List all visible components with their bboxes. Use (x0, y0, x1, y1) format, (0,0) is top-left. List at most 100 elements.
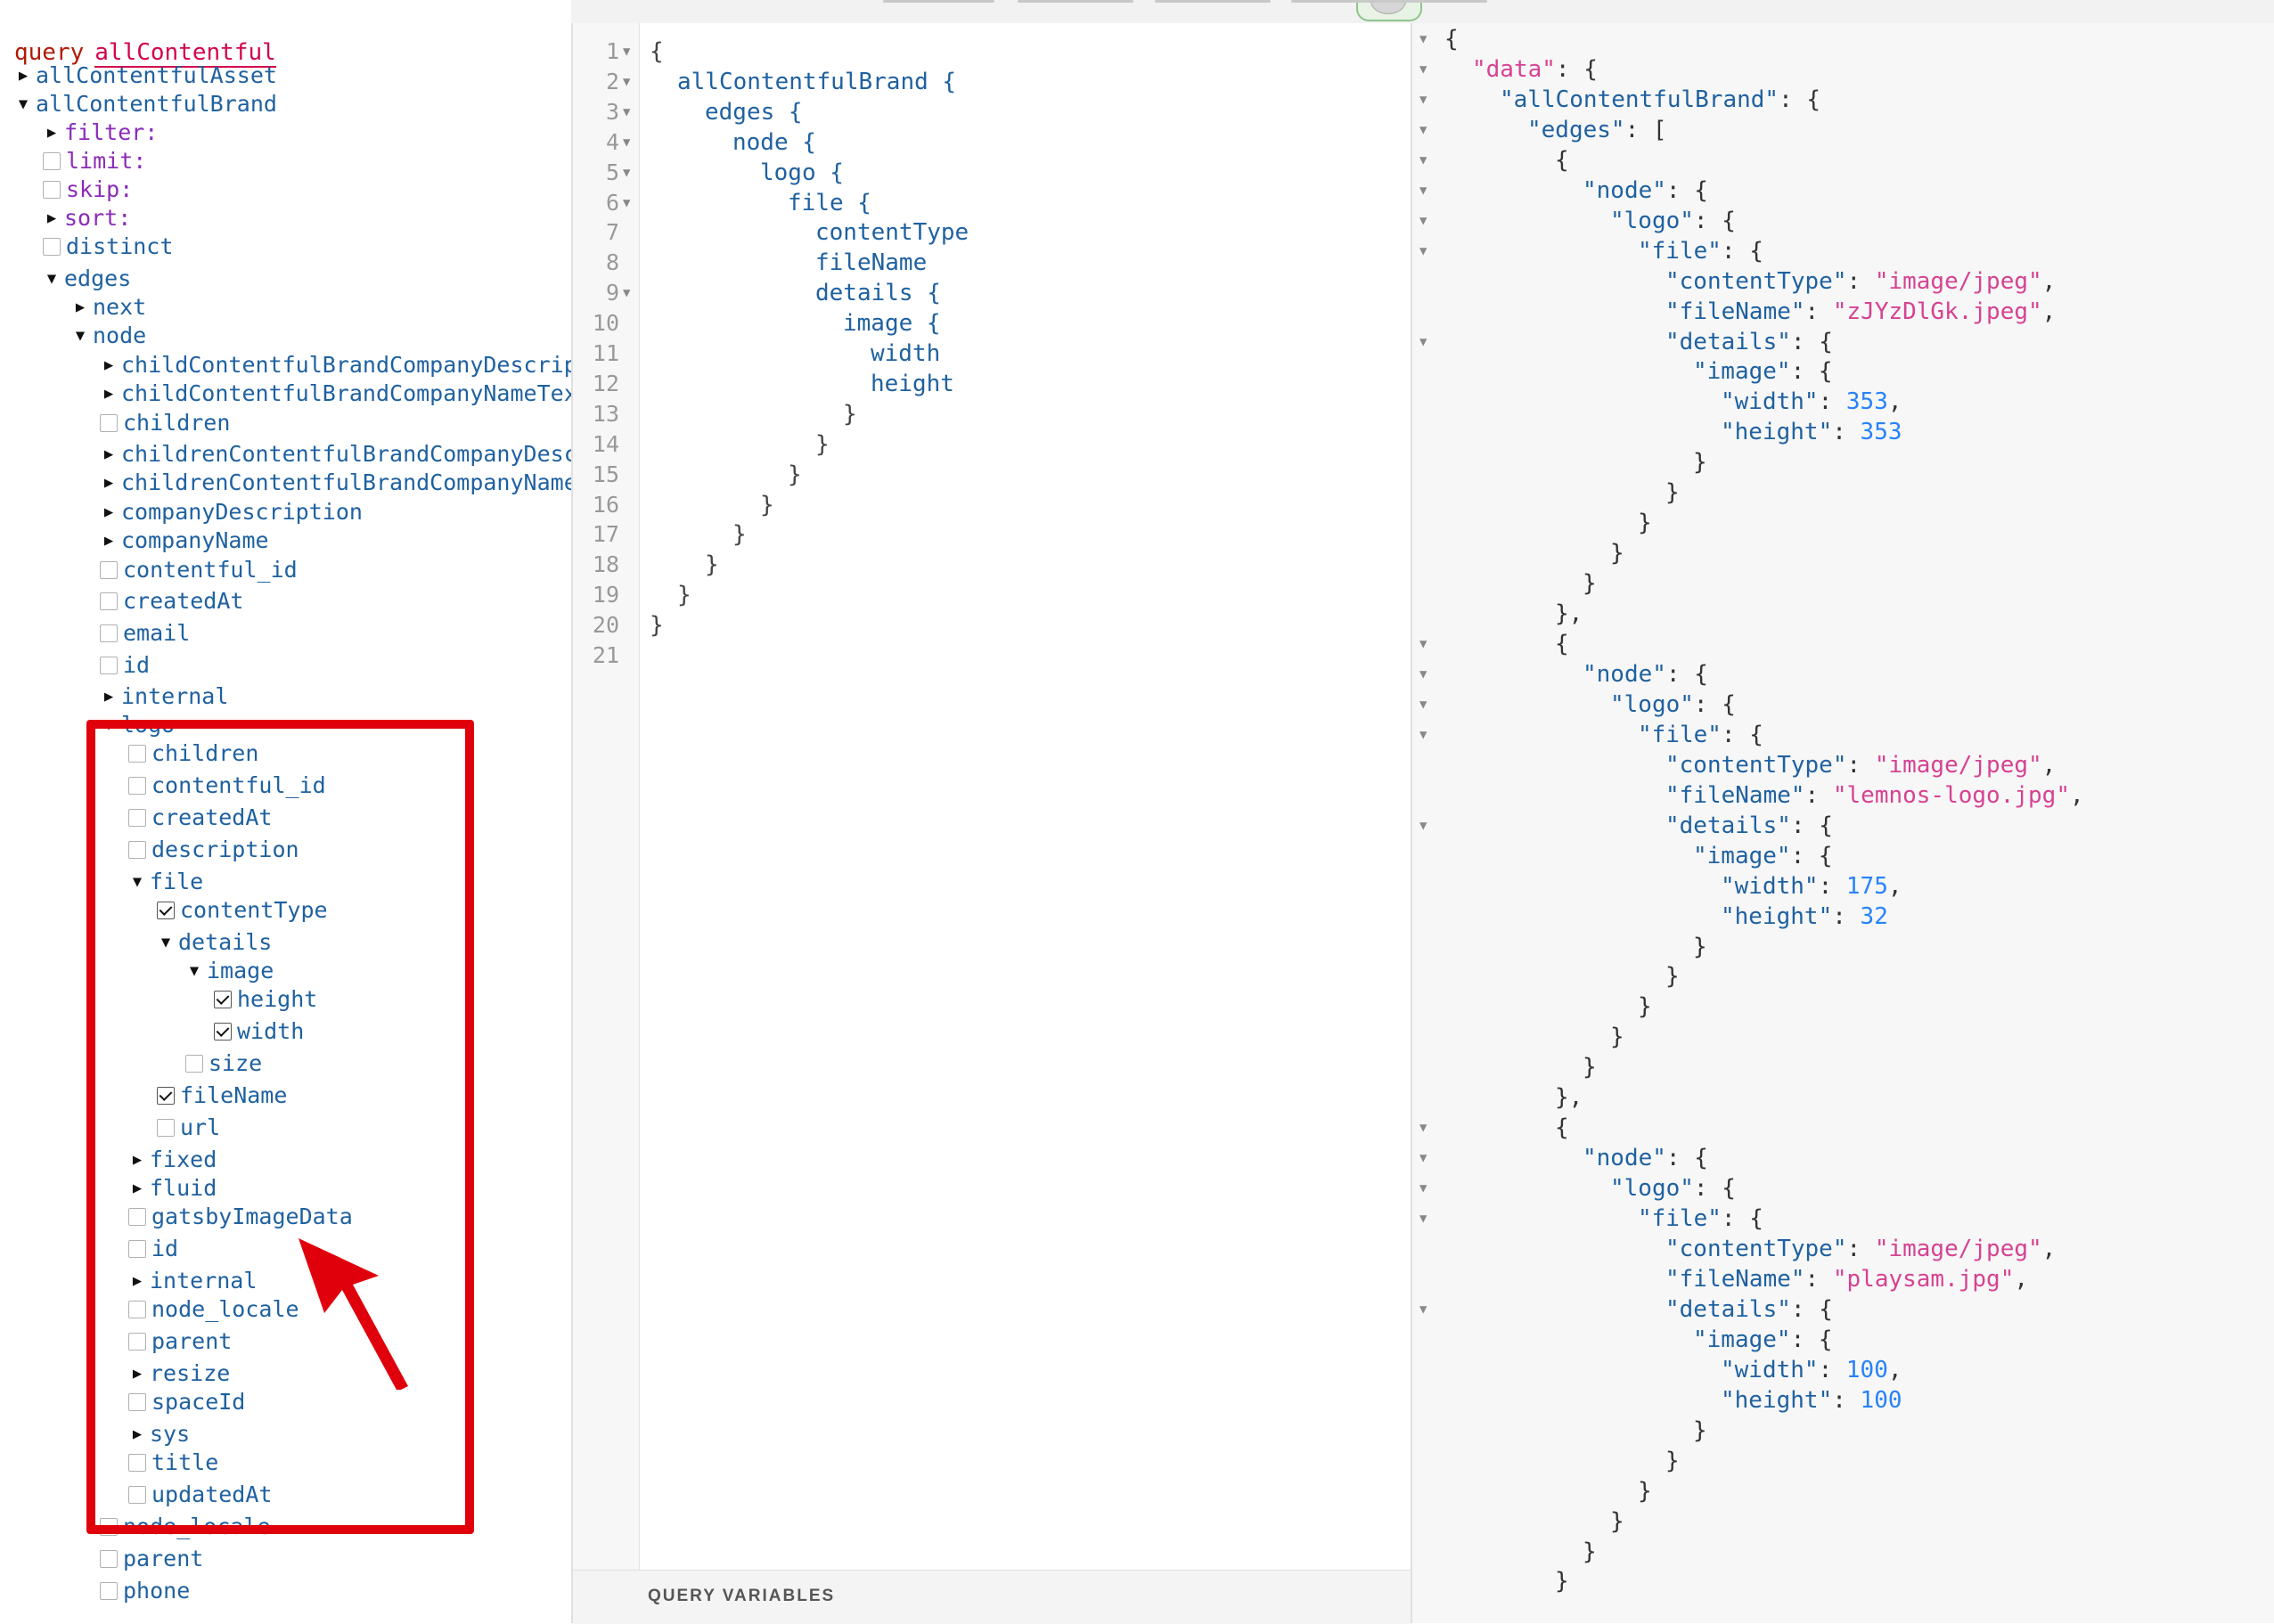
explorer-item-childrencontentfulbrandcompanyname[interactable]: ▶childrenContentfulBrandCompanyName (100, 469, 571, 497)
checkbox[interactable] (128, 1486, 146, 1504)
explorer-item-image[interactable]: ▼image (185, 957, 274, 985)
caret-down-icon[interactable]: ▼ (75, 327, 86, 345)
checkbox-checked[interactable] (157, 902, 175, 919)
fold-caret-icon[interactable]: ▼ (1419, 122, 1427, 137)
caret-down-icon[interactable]: ▼ (189, 962, 200, 980)
query-variables-bar[interactable]: QUERY VARIABLES (573, 1570, 1411, 1624)
checkbox-checked[interactable] (157, 1087, 175, 1105)
toolbar-button[interactable] (1291, 0, 1487, 3)
caret-right-icon[interactable]: ▶ (132, 1272, 143, 1290)
explorer-item-title[interactable]: title (128, 1449, 218, 1477)
checkbox[interactable] (128, 1393, 146, 1411)
explorer-item-width[interactable]: width (214, 1017, 304, 1046)
caret-right-icon[interactable]: ▶ (103, 385, 114, 403)
explorer-item-filter[interactable]: ▶filter: (43, 118, 158, 147)
explorer-item-parent[interactable]: parent (128, 1327, 232, 1356)
fold-caret-icon[interactable]: ▼ (623, 135, 631, 150)
operation-name-input[interactable]: allContentful (94, 39, 276, 68)
checkbox[interactable] (43, 152, 61, 170)
explorer-item-id[interactable]: id (128, 1235, 178, 1263)
caret-right-icon[interactable]: ▶ (46, 124, 57, 142)
explorer-item-skip[interactable]: skip: (43, 175, 133, 204)
checkbox[interactable] (128, 841, 146, 859)
checkbox[interactable] (100, 414, 118, 432)
checkbox[interactable] (100, 657, 118, 674)
caret-right-icon[interactable]: ▶ (75, 298, 86, 316)
checkbox-checked[interactable] (214, 991, 232, 1008)
caret-down-icon[interactable]: ▼ (132, 873, 143, 891)
toolbar-button[interactable] (883, 0, 994, 3)
explorer-item-next[interactable]: ▶next (71, 293, 146, 322)
explorer-item-email[interactable]: email (100, 619, 190, 648)
explorer-item-children[interactable]: children (100, 409, 230, 437)
run-query-button[interactable] (1356, 0, 1422, 21)
fold-caret-icon[interactable]: ▼ (1419, 666, 1427, 681)
fold-caret-icon[interactable]: ▼ (1419, 1212, 1427, 1227)
fold-caret-icon[interactable]: ▼ (1419, 727, 1427, 742)
toolbar-button[interactable] (1155, 0, 1271, 3)
fold-caret-icon[interactable]: ▼ (1419, 1121, 1427, 1136)
explorer-item-createdat[interactable]: createdAt (128, 804, 272, 832)
explorer-item-companydescription[interactable]: ▶companyDescription (100, 498, 363, 526)
caret-right-icon[interactable]: ▶ (18, 67, 29, 85)
explorer-item-childrencontentfulbrandcompanydesc[interactable]: ▶childrenContentfulBrandCompanyDesc (100, 440, 571, 469)
fold-caret-icon[interactable]: ▼ (1419, 61, 1427, 77)
fold-caret-icon[interactable]: ▼ (1419, 1151, 1427, 1166)
fold-caret-icon[interactable]: ▼ (1419, 1302, 1427, 1317)
fold-caret-icon[interactable]: ▼ (1419, 152, 1427, 167)
fold-caret-icon[interactable]: ▼ (623, 195, 631, 210)
caret-right-icon[interactable]: ▶ (132, 1425, 143, 1443)
caret-down-icon[interactable]: ▼ (18, 95, 29, 113)
caret-down-icon[interactable]: ▼ (103, 716, 114, 734)
explorer-item-companyname[interactable]: ▶companyName (100, 526, 269, 555)
checkbox[interactable] (100, 1518, 118, 1536)
fold-caret-icon[interactable]: ▼ (1419, 183, 1427, 198)
explorer-item-phone[interactable]: phone (100, 1577, 190, 1605)
explorer-item-details[interactable]: ▼details (157, 928, 272, 957)
explorer-item-height[interactable]: height (214, 985, 317, 1014)
explorer-item-allcontentfulbrand[interactable]: ▼allContentfulBrand (14, 90, 277, 118)
checkbox[interactable] (128, 1208, 146, 1226)
explorer-item-sys[interactable]: ▶sys (128, 1420, 190, 1449)
explorer-item-parent[interactable]: parent (100, 1545, 203, 1573)
checkbox[interactable] (128, 1240, 146, 1258)
fold-caret-icon[interactable]: ▼ (1419, 1181, 1427, 1196)
fold-caret-icon[interactable]: ▼ (1419, 697, 1427, 712)
checkbox[interactable] (100, 624, 118, 642)
explorer-item-size[interactable]: size (185, 1049, 262, 1078)
explorer-item-logo[interactable]: ▼logo (100, 711, 175, 739)
explorer-item-allcontentfulasset[interactable]: ▶allContentfulAsset (14, 61, 277, 90)
fold-caret-icon[interactable]: ▼ (623, 165, 631, 180)
fold-caret-icon[interactable]: ▼ (1419, 818, 1427, 833)
caret-right-icon[interactable]: ▶ (103, 688, 114, 706)
explorer-item-filename[interactable]: fileName (157, 1081, 287, 1110)
explorer-item-id[interactable]: id (100, 651, 150, 680)
checkbox[interactable] (100, 1582, 118, 1600)
checkbox[interactable] (128, 1333, 146, 1351)
fold-caret-icon[interactable]: ▼ (1419, 92, 1427, 107)
checkbox[interactable] (128, 809, 146, 827)
checkbox[interactable] (100, 592, 118, 610)
fold-caret-icon[interactable]: ▼ (1419, 32, 1427, 46)
explorer-item-createdat[interactable]: createdAt (100, 587, 243, 616)
fold-caret-icon[interactable]: ▼ (623, 286, 631, 301)
explorer-item-resize[interactable]: ▶resize (128, 1359, 230, 1388)
caret-down-icon[interactable]: ▼ (46, 270, 57, 288)
checkbox[interactable] (100, 1550, 118, 1568)
caret-right-icon[interactable]: ▶ (103, 532, 114, 550)
explorer-item-spaceid[interactable]: spaceId (128, 1388, 245, 1416)
fold-caret-icon[interactable]: ▼ (623, 104, 631, 119)
explorer-item-fluid[interactable]: ▶fluid (128, 1174, 217, 1203)
explorer-item-gatsbyimagedata[interactable]: gatsbyImageData (128, 1203, 353, 1231)
checkbox[interactable] (43, 238, 61, 256)
caret-right-icon[interactable]: ▶ (132, 1151, 143, 1169)
fold-caret-icon[interactable]: ▼ (1419, 334, 1427, 349)
explorer-item-updatedat[interactable]: updatedAt (128, 1481, 272, 1509)
explorer-item-url[interactable]: url (157, 1114, 220, 1142)
fold-caret-icon[interactable]: ▼ (623, 74, 631, 89)
checkbox[interactable] (100, 561, 118, 579)
explorer-item-childcontentfulbrandcompanydescrip[interactable]: ▶childContentfulBrandCompanyDescrip (100, 351, 571, 379)
checkbox[interactable] (128, 1454, 146, 1472)
checkbox[interactable] (43, 181, 61, 199)
